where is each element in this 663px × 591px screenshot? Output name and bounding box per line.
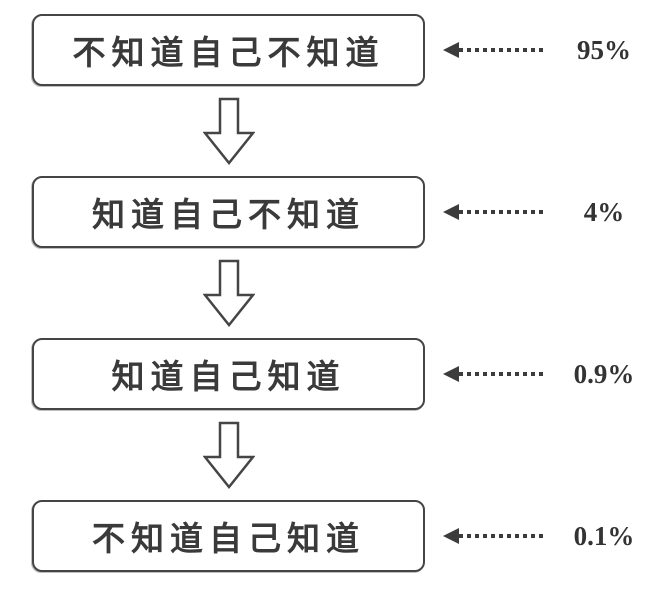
node-label: 不知道自己不知道 xyxy=(72,36,385,72)
percentage-label: 95% xyxy=(577,34,631,65)
flow-node-1: 不知道自己不知道 xyxy=(32,14,425,86)
percentage-label: 0.1% xyxy=(573,520,635,551)
dotted-left-arrow-icon xyxy=(443,204,545,220)
flow-row-3: 知道自己知道 0.9% xyxy=(0,338,663,410)
connector-2 xyxy=(32,248,425,338)
flow-row-2: 知道自己不知道 4% xyxy=(0,176,663,248)
node-label: 不知道自己知道 xyxy=(92,522,365,558)
dotted-line xyxy=(459,210,545,214)
arrowhead-left-icon xyxy=(443,42,459,58)
flow-row-4: 不知道自己知道 0.1% xyxy=(0,500,663,572)
arrowhead-left-icon xyxy=(443,366,459,382)
flow-node-4: 不知道自己知道 xyxy=(32,500,425,572)
dotted-left-arrow-icon xyxy=(443,528,545,544)
flow-node-2: 知道自己不知道 xyxy=(32,176,425,248)
flow-row-1: 不知道自己不知道 95% xyxy=(0,14,663,86)
down-block-arrow-icon xyxy=(202,421,255,489)
connector-3 xyxy=(32,410,425,500)
node-label: 知道自己不知道 xyxy=(92,198,365,234)
percentage-label: 0.9% xyxy=(573,358,635,389)
dotted-left-arrow-icon xyxy=(443,42,545,58)
percentage-label: 4% xyxy=(583,196,625,227)
down-block-arrow-icon xyxy=(202,259,255,327)
flow-node-3: 知道自己知道 xyxy=(32,338,425,410)
node-label: 知道自己知道 xyxy=(111,360,346,396)
dotted-line xyxy=(459,48,545,52)
arrowhead-left-icon xyxy=(443,204,459,220)
down-block-arrow-icon xyxy=(202,97,255,165)
arrowhead-left-icon xyxy=(443,528,459,544)
dotted-left-arrow-icon xyxy=(443,366,545,382)
connector-1 xyxy=(32,86,425,176)
dotted-line xyxy=(459,372,545,376)
dotted-line xyxy=(459,534,545,538)
